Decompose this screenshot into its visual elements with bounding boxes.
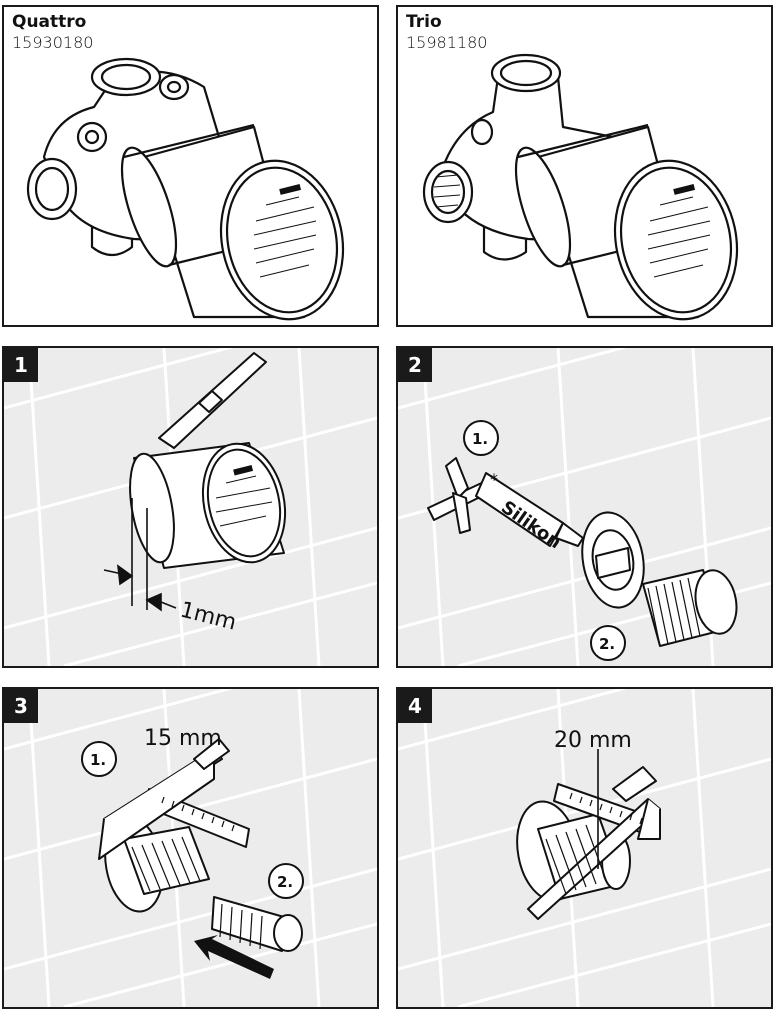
step-2-sub-2: 2. [599,635,615,653]
step-3-illustration: 15 mm 1. 2. [4,689,377,1007]
step-2-illustration: Silikon * 1. 2. [398,348,771,666]
step-number-3: 3 [4,689,38,723]
step-panel-4: 20 mm 4 [396,687,773,1009]
step-4-measure: 20 mm [554,728,632,753]
product-name: Trio [406,12,442,32]
step-panel-3: 15 mm 1. 2. 3 [2,687,379,1009]
step-3-sub-2: 2. [277,873,293,891]
step-3-measure: 15 mm [144,726,222,751]
step-number-2: 2 [398,348,432,382]
trio-valve-illustration [422,53,739,321]
step-number-4: 4 [398,689,432,723]
step-4-illustration: 20 mm [398,689,771,1007]
svg-text:*: * [490,470,498,489]
product-panel-trio: Trio 15981180 [396,5,773,327]
step-panel-1: 1mm 1 [2,346,379,668]
product-code: 15930180 [12,32,94,52]
product-code: 15981180 [406,32,488,52]
product-name: Quattro [12,12,87,32]
product-panel-quattro: Quattro 15930180 [2,5,379,327]
quattro-valve-illustration [26,57,345,321]
step-1-illustration: 1mm [4,348,377,666]
product-label-quattro: Quattro 15930180 [12,13,93,51]
step-number-1: 1 [4,348,38,382]
step-1-measure: 1mm [178,598,239,636]
step-3-sub-1: 1. [90,751,106,769]
product-label-trio: Trio 15981180 [406,13,487,51]
step-panel-2: Silikon * 1. 2. 2 [396,346,773,668]
step-2-sub-1: 1. [472,430,488,448]
